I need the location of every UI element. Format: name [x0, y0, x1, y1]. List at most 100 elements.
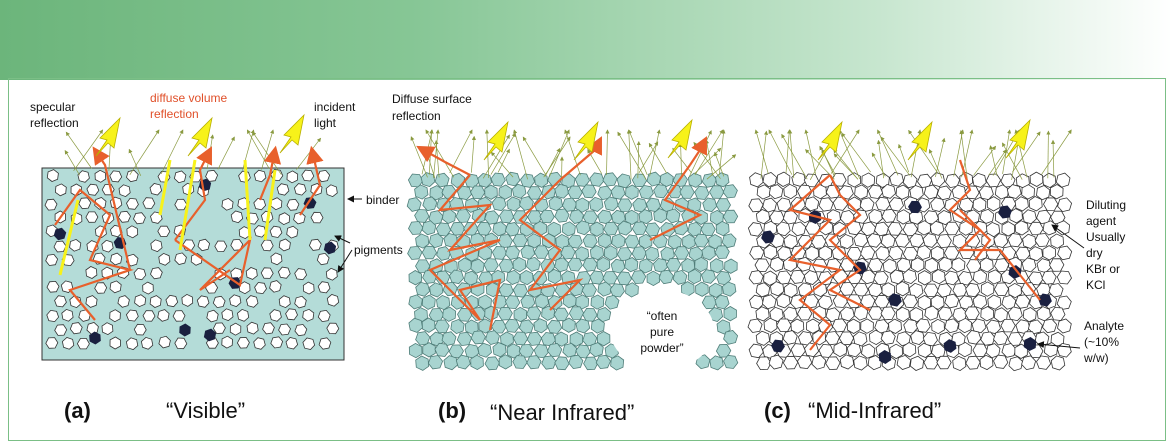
- powder-particle: [455, 354, 471, 370]
- pigment-particle: [260, 239, 274, 252]
- powder-particle: [527, 233, 542, 249]
- diluent-particle: [908, 209, 924, 225]
- scatter-line: [768, 129, 793, 175]
- powder-particle: [582, 233, 598, 249]
- dark-pigment: [53, 227, 67, 241]
- powder-particle: [638, 233, 653, 250]
- pigment-particle: [318, 337, 332, 350]
- diluent-particle: [1056, 270, 1072, 285]
- scatter-line: [497, 148, 510, 173]
- powder-particle: [708, 307, 724, 323]
- diluent-particle: [1015, 294, 1031, 309]
- powder-particle: [554, 257, 569, 273]
- powder-particle: [602, 172, 618, 187]
- powder-particle: [715, 220, 730, 237]
- diluent-particle: [944, 221, 960, 236]
- scatter-line: [841, 132, 871, 173]
- diluent-particle: [908, 282, 924, 298]
- diluent-particle: [910, 330, 925, 346]
- powder-particle: [716, 319, 731, 335]
- scatter-line: [425, 129, 455, 178]
- analyte-pointer: [1037, 341, 1081, 349]
- powder-particle: [484, 184, 498, 200]
- powder-particle: [470, 185, 486, 200]
- diluent-particle: [930, 172, 946, 188]
- pigment-particle: [294, 324, 308, 337]
- caption-letter-c: (c): [764, 398, 791, 423]
- pigment-particle: [269, 280, 282, 293]
- analyte-label-3: w/w): [1083, 351, 1109, 365]
- diffuse-path: [416, 145, 471, 176]
- scatter-line: [719, 129, 726, 175]
- pigment-particle: [278, 323, 291, 336]
- diluent-particle: [874, 221, 890, 237]
- pigment-particle: [109, 280, 122, 294]
- pigment-particle: [94, 197, 107, 210]
- diluent-particle: [776, 293, 791, 309]
- diluent-particle: [1042, 318, 1058, 334]
- powder-particle: [429, 282, 444, 298]
- diluent-particle: [1028, 221, 1044, 236]
- pigment-particle: [253, 197, 267, 211]
- powder-particle: [477, 294, 492, 310]
- pigment-particle: [230, 238, 244, 251]
- powder-particle: [659, 172, 674, 188]
- diluent-particle: [832, 294, 849, 308]
- diluting-label-6: KCl: [1086, 278, 1105, 292]
- powder-particle: [723, 330, 739, 345]
- powder-particle: [709, 355, 724, 371]
- pigment-particle: [294, 295, 307, 309]
- diluent-particle: [1036, 258, 1052, 274]
- diluent-particle: [965, 355, 981, 370]
- pigment-particle: [269, 309, 282, 322]
- powder-particle: [638, 209, 653, 225]
- powder-particle: [470, 330, 486, 345]
- powder-particle: [631, 246, 647, 261]
- pigment-particle: [317, 281, 331, 294]
- powder-particle: [407, 245, 423, 260]
- powder-particle: [441, 208, 457, 224]
- powder-particle: [575, 220, 591, 236]
- powder-particle: [722, 184, 738, 199]
- powder-particle: [498, 283, 514, 298]
- powder-particles-b: [406, 171, 739, 371]
- powder-particle: [442, 306, 457, 322]
- caption-name-a: “Visible”: [166, 398, 245, 423]
- powder-particle: [695, 281, 709, 297]
- powder-particle: [450, 172, 466, 188]
- powder-particle: [434, 319, 450, 334]
- pigment-particle: [325, 267, 338, 281]
- scatter-line: [693, 141, 721, 179]
- panel-c: Diluting agent Usually dry KBr or KCl An…: [747, 118, 1126, 423]
- pigment-particle: [212, 295, 226, 309]
- scatter-line: [636, 141, 641, 179]
- powder-particle: [597, 233, 612, 249]
- diluent-particle: [923, 355, 939, 370]
- powder-particle: [491, 196, 507, 212]
- diluent-particle: [909, 355, 925, 371]
- pigment-particle: [221, 335, 233, 349]
- diluent-particle: [1028, 271, 1044, 286]
- powder-particle: [512, 233, 528, 248]
- powder-particle: [575, 294, 590, 310]
- diluent-particle: [861, 172, 876, 188]
- diffuse-path: [959, 209, 992, 261]
- diluent-particle: [972, 196, 987, 213]
- powder-particle: [519, 196, 534, 211]
- diluent-particle: [769, 306, 784, 322]
- incident-label-2: light: [314, 116, 337, 130]
- diluent-particle: [1029, 171, 1044, 187]
- powder-particle: [533, 318, 548, 334]
- scatter-line: [73, 129, 104, 172]
- diluent-particle: [938, 256, 953, 272]
- diluent-particle: [756, 356, 772, 371]
- pigment-particle: [174, 198, 188, 211]
- pigment-particle: [294, 268, 308, 281]
- diluent-particle: [979, 354, 994, 371]
- powder-particle: [415, 281, 431, 297]
- pigment-particle: [237, 308, 250, 322]
- diluent-particle: [1006, 184, 1022, 199]
- diluent-particle: [1036, 355, 1052, 370]
- diluent-particle: [803, 270, 819, 285]
- pigment-particle: [118, 184, 131, 198]
